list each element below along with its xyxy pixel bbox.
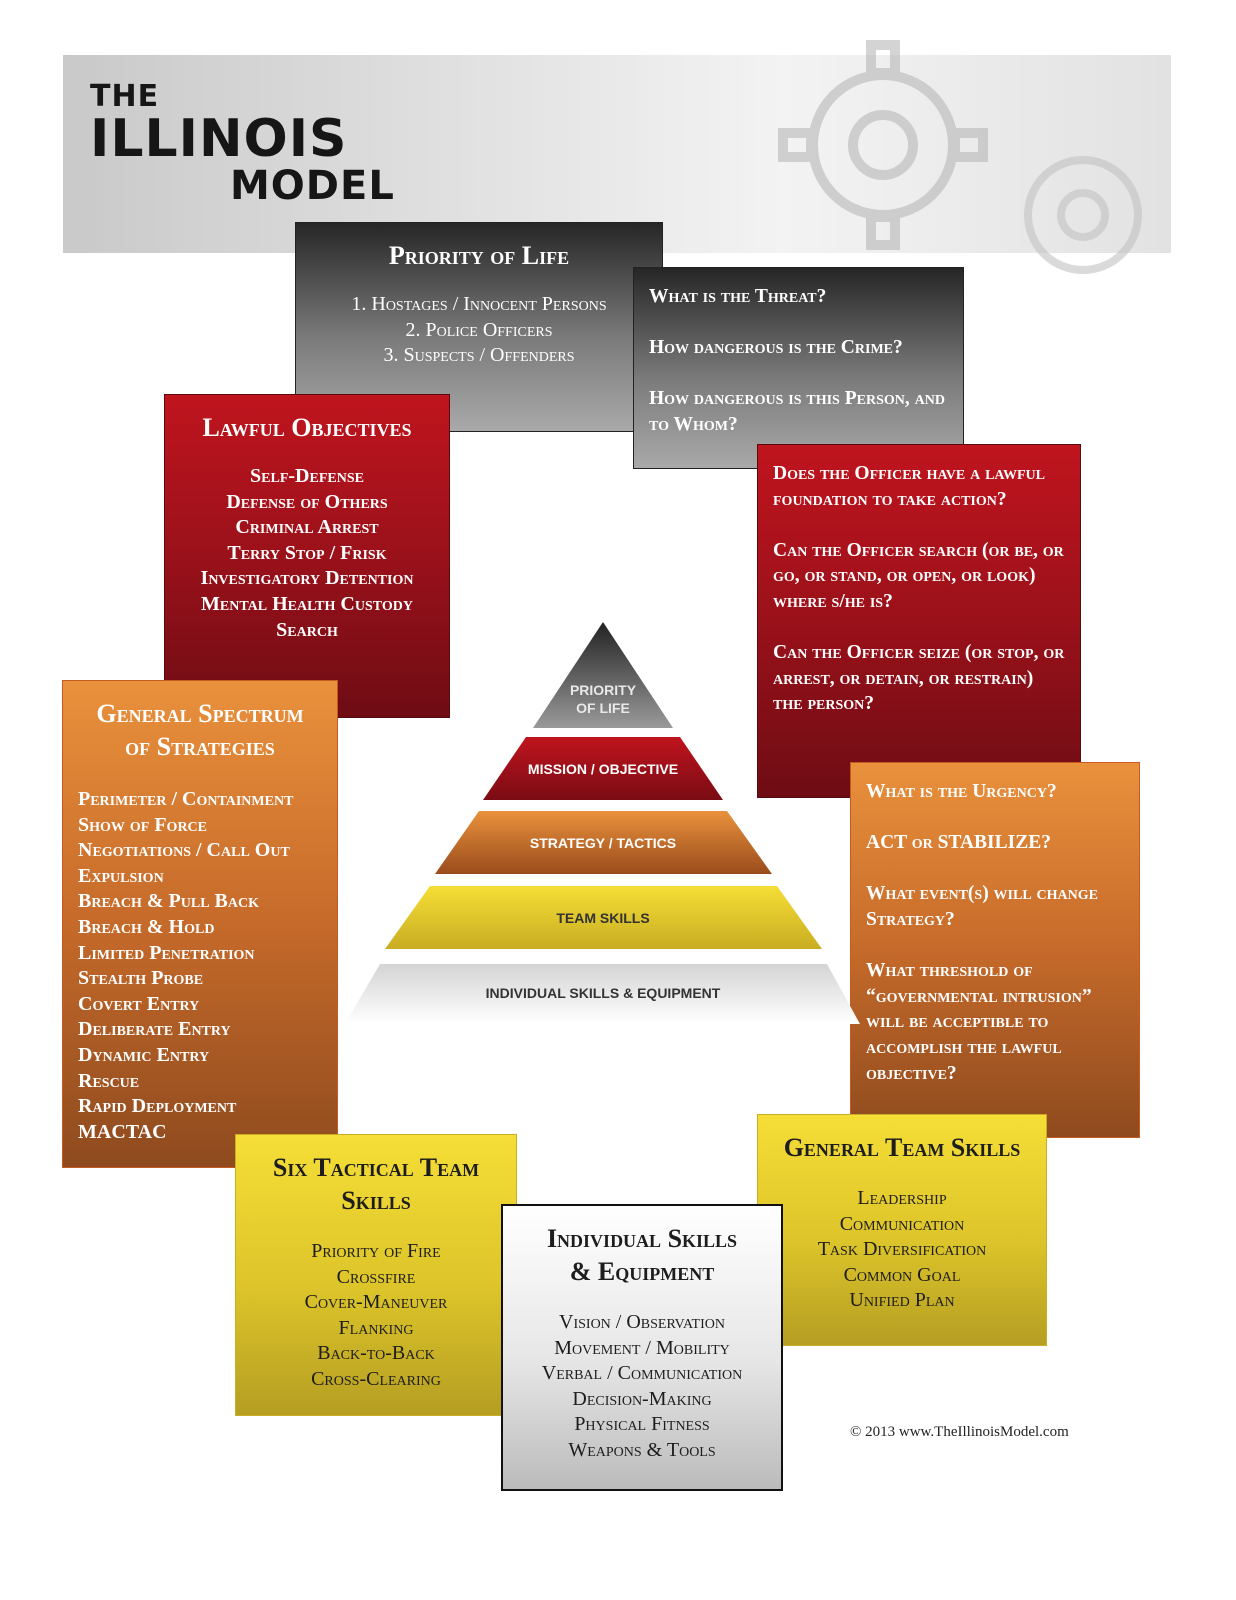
logo-line-3: MODEL bbox=[230, 163, 395, 209]
list-item: 3. Suspects / Offenders bbox=[383, 344, 575, 367]
list-item: MACTAC bbox=[78, 1120, 167, 1143]
pyramid-label-priority-1: PRIORITY bbox=[569, 682, 637, 698]
pyramid-svg bbox=[345, 622, 860, 1024]
list-item: Unified Plan bbox=[849, 1289, 955, 1312]
list-item: Task Diversification bbox=[817, 1238, 987, 1261]
general-team-skills-box: General Team Skills Leadership Communica… bbox=[757, 1114, 1047, 1346]
list-item: Expulsion bbox=[78, 864, 164, 887]
lawful-objectives-list: Self-Defense Defense of Others Criminal … bbox=[165, 464, 449, 643]
threat-questions-box: What is the Threat? How dangerous is the… bbox=[633, 267, 964, 469]
list-item: 1. Hostages / Innocent Persons bbox=[351, 293, 607, 315]
list-item: Rapid Deployment bbox=[78, 1095, 237, 1118]
list-item: Back-to-Back bbox=[317, 1342, 435, 1365]
strategies-title-line-1: General Spectrum bbox=[96, 699, 304, 728]
priority-of-life-box: Priority of Life 1. Hostages / Innocent … bbox=[295, 222, 663, 432]
list-item: Crossfire bbox=[336, 1265, 416, 1288]
list-item: Leadership bbox=[857, 1187, 947, 1209]
list-item: Dynamic Entry bbox=[78, 1043, 210, 1066]
pyramid-label-team: TEAM SKILLS bbox=[556, 910, 650, 926]
six-tactical-title-line-2: Skills bbox=[341, 1186, 411, 1215]
list-item: Self-Defense bbox=[250, 465, 364, 487]
individual-skills-title-line-1: Individual Skills bbox=[546, 1224, 738, 1253]
list-item: Movement / Mobility bbox=[554, 1336, 730, 1359]
list-item: Decision-Making bbox=[572, 1387, 712, 1410]
list-item: Search bbox=[276, 618, 338, 641]
priority-of-life-list: 1. Hostages / Innocent Persons 2. Police… bbox=[296, 292, 662, 369]
logo-line-1: THE bbox=[90, 79, 160, 114]
copyright-text: © 2013 www.TheIllinoisModel.com bbox=[850, 1424, 1069, 1440]
list-item: Covert Entry bbox=[78, 992, 200, 1015]
question-item: What threshold of “governmental intrusio… bbox=[866, 960, 1092, 1084]
strategies-box: General Spectrum of Strategies Perimeter… bbox=[62, 680, 338, 1168]
lawful-objectives-box: Lawful Objectives Self-Defense Defense o… bbox=[164, 394, 450, 718]
list-item: Common Goal bbox=[843, 1263, 961, 1286]
pyramid-label-individual: INDIVIDUAL SKILLS & EQUIPMENT bbox=[485, 985, 721, 1001]
list-item: Rescue bbox=[78, 1069, 140, 1092]
question-item: What is the Urgency? bbox=[866, 781, 1057, 802]
list-item: Communication bbox=[839, 1212, 965, 1235]
general-team-list: Leadership Communication Task Diversific… bbox=[758, 1186, 1046, 1314]
list-item: Mental Health Custody bbox=[201, 592, 413, 615]
list-item: Investigatory Detention bbox=[200, 567, 414, 590]
list-item: Breach & Hold bbox=[78, 915, 215, 938]
question-item: What is the Threat? bbox=[649, 286, 827, 307]
pyramid-level-team bbox=[385, 886, 822, 949]
question-item: ACT or STABILIZE? bbox=[866, 832, 1052, 854]
six-tactical-skills-box: Six Tactical Team Skills Priority of Fir… bbox=[235, 1134, 517, 1416]
six-tactical-title-line-1: Six Tactical Team bbox=[272, 1153, 480, 1182]
question-item: How dangerous is the Crime? bbox=[649, 337, 903, 359]
pyramid-diagram: PRIORITY OF LIFE MISSION / OBJECTIVE STR… bbox=[340, 622, 860, 1042]
list-item: Terry Stop / Frisk bbox=[227, 541, 387, 564]
question-item: Can the Officer search (or be, or go, or… bbox=[773, 539, 1064, 612]
pyramid-label-priority-2: OF LIFE bbox=[576, 700, 630, 716]
pyramid-level-mission bbox=[483, 737, 723, 800]
lawful-objectives-title: Lawful Objectives bbox=[202, 413, 412, 442]
strategies-title-line-2: of Strategies bbox=[125, 732, 275, 761]
list-item: Show of Force bbox=[78, 813, 208, 836]
list-item: Vision / Observation bbox=[559, 1311, 725, 1333]
header-banner: THE ILLINOIS MODEL bbox=[63, 40, 1171, 274]
strategies-list: Perimeter / Containment Show of Force Ne… bbox=[63, 787, 337, 1145]
list-item: Cross-Clearing bbox=[311, 1367, 441, 1390]
list-item: Priority of Fire bbox=[311, 1240, 441, 1262]
list-item: Deliberate Entry bbox=[78, 1018, 231, 1041]
list-item: Defense of Others bbox=[226, 490, 388, 513]
individual-skills-title-line-2: & Equipment bbox=[569, 1257, 715, 1286]
list-item: 2. Police Officers bbox=[405, 318, 553, 341]
list-item: Flanking bbox=[338, 1316, 414, 1339]
lawful-questions-box: Does the Officer have a lawful foundatio… bbox=[757, 444, 1081, 798]
pyramid-level-priority bbox=[533, 622, 673, 728]
list-item: Cover-Maneuver bbox=[304, 1291, 448, 1314]
question-item: What event(s) will change Strategy? bbox=[866, 883, 1099, 930]
list-item: Perimeter / Containment bbox=[78, 788, 294, 810]
pyramid-label-mission: MISSION / OBJECTIVE bbox=[527, 761, 679, 777]
list-item: Breach & Pull Back bbox=[78, 890, 260, 913]
pyramid-level-strategy bbox=[435, 811, 772, 874]
gear-icon bbox=[1024, 156, 1142, 274]
question-item: Does the Officer have a lawful foundatio… bbox=[773, 463, 1045, 510]
six-tactical-list: Priority of Fire Crossfire Cover-Maneuve… bbox=[236, 1239, 516, 1393]
individual-skills-list: Vision / Observation Movement / Mobility… bbox=[503, 1310, 781, 1464]
list-item: Limited Penetration bbox=[78, 941, 255, 964]
general-team-title: General Team Skills bbox=[783, 1133, 1021, 1162]
question-item: How dangerous is this Person, and to Who… bbox=[649, 388, 945, 435]
pyramid-level-individual bbox=[345, 964, 860, 1024]
logo-line-2: ILLINOIS bbox=[90, 109, 348, 169]
list-item: Criminal Arrest bbox=[235, 516, 379, 539]
pyramid-label-strategy: STRATEGY / TACTICS bbox=[529, 835, 677, 851]
list-item: Verbal / Communication bbox=[541, 1362, 743, 1385]
list-item: Negotiations / Call Out bbox=[78, 839, 290, 862]
question-item: Can the Officer seize (or stop, or arres… bbox=[773, 642, 1065, 715]
list-item: Physical Fitness bbox=[574, 1413, 710, 1436]
priority-of-life-title: Priority of Life bbox=[388, 241, 570, 270]
individual-skills-box: Individual Skills & Equipment Vision / O… bbox=[501, 1204, 783, 1491]
urgency-questions-box: What is the Urgency? ACT or STABILIZE? W… bbox=[850, 762, 1140, 1138]
list-item: Weapons & Tools bbox=[568, 1438, 716, 1461]
gear-icon bbox=[778, 40, 988, 250]
list-item: Stealth Probe bbox=[78, 967, 204, 990]
